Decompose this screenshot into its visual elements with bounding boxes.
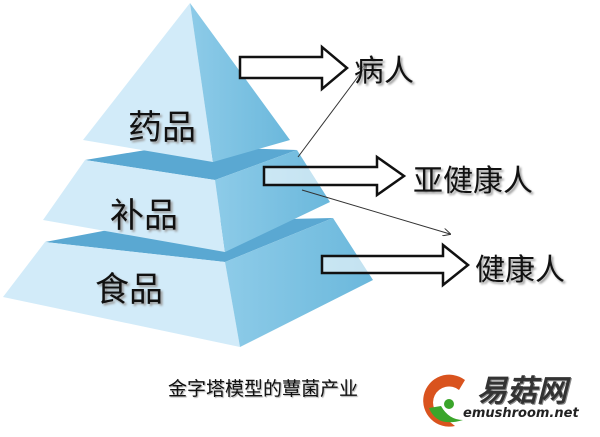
tier-middle <box>43 146 330 252</box>
tier-label-supplement: 补品 <box>110 196 178 236</box>
target-label-healthy: 健康人 <box>475 253 565 288</box>
thin-arrow-to-healthy <box>301 189 450 234</box>
thin-arrow-to-patient <box>297 66 366 158</box>
logo-swirl-icon <box>423 374 465 427</box>
tier-label-medicine: 药品 <box>128 108 196 148</box>
caption: 金字塔模型的蕈菌产业 <box>168 378 359 400</box>
target-label-subhealthy: 亚健康人 <box>413 164 533 199</box>
logo-name: 易菇网 <box>477 374 567 409</box>
tier-top <box>83 3 290 162</box>
block-arrow-patient <box>238 44 349 92</box>
logo-url: emushroom.net <box>463 406 579 421</box>
block-arrow-subhealthy <box>262 154 407 198</box>
block-arrow-healthy <box>320 242 471 288</box>
site-logo: 易菇网 emushroom.net <box>415 368 600 432</box>
tier-label-food: 食品 <box>95 270 163 310</box>
target-label-patient: 病人 <box>354 54 414 89</box>
